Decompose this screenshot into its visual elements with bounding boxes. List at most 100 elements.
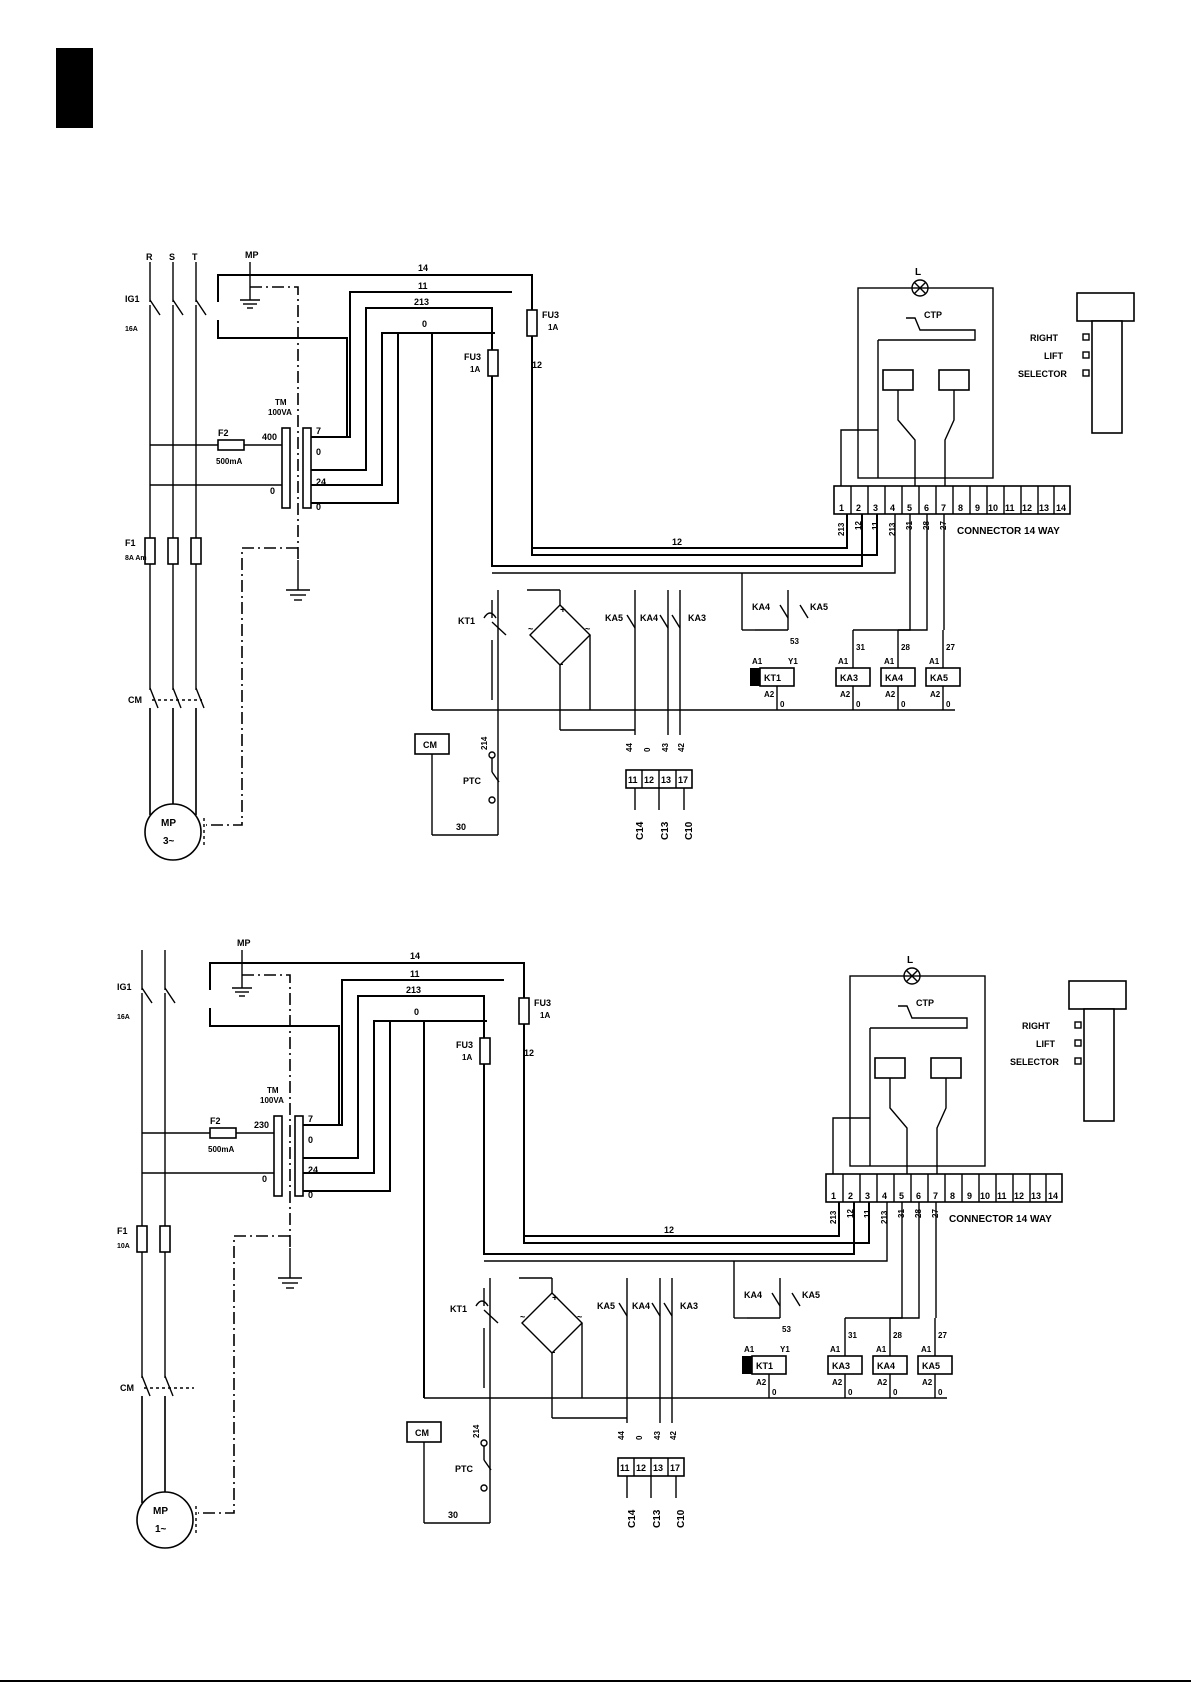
f2-label: F2 [218,428,229,438]
wire-label-30: 30 [448,1510,458,1520]
coil-ka5: KA5 [930,673,948,683]
ka4-label: KA4 [744,1290,762,1300]
mt-12: 12 [636,1463,646,1473]
bridge-plus: + [552,1293,558,1304]
ptc-wire: 214 [480,736,489,750]
mp-label: MP [237,938,251,948]
f1-label: F1 [117,1226,128,1236]
ctp-label: CTP [916,998,934,1008]
pin-8: 8 [950,1191,955,1201]
timer-kt1-contact: KT1 [458,600,507,700]
pin-4: 4 [882,1191,887,1201]
connector-label: CONNECTOR 14 WAY [957,526,1060,537]
f1-rating: 8A Am [125,555,147,562]
y1-kt1: Y1 [780,1345,790,1354]
wire-label-14: 14 [410,951,420,961]
selector-switch: RIGHT LIFT SELECTOR [1018,292,1135,434]
wire-label-213: 213 [414,297,429,307]
transformer-tm: TM 100VA 230 0 7 0 24 0 [142,1086,318,1200]
cm-coil-label: CM [415,1428,429,1438]
pin-14: 14 [1048,1191,1058,1201]
a1-kt1: A1 [752,657,763,666]
ka4-contact-label: KA4 [632,1301,650,1311]
cw-12: 12 [854,521,863,530]
tm-primary-1: 400 [262,432,277,442]
tm-primary-1: 230 [254,1120,269,1130]
bridge-minus: - [552,1347,555,1358]
relay-coils: KT1 KA3 KA4 KA5 31 28 27 A1 Y1 A1 [742,1318,953,1398]
pin-13: 13 [1031,1191,1041,1201]
fu3b-rating: 1A [470,365,480,374]
pin-8: 8 [958,503,963,513]
fuse-f2: F2 500mA [208,1116,237,1154]
coil-ka3: KA3 [840,673,858,683]
cm-coil-ptc: CM PTC 214 [414,733,500,804]
motor-name: MP [161,818,176,829]
cap-c13: C13 [660,821,671,840]
pin-10: 10 [980,1191,990,1201]
wire-27: 27 [946,643,955,652]
pin-3: 3 [865,1191,870,1201]
wire-label-0: 0 [422,319,427,329]
bridge-ac2: ~ [577,1312,582,1322]
a2-kt1: A2 [764,690,775,699]
zero-ka3: 0 [848,1388,853,1397]
pin-3: 3 [873,503,878,513]
bridge-minus: - [560,659,563,670]
bridge-ac1: ~ [520,1312,525,1322]
motor-mp: MP 1~ [136,1491,197,1549]
mtw-44: 44 [617,1431,626,1440]
cap-c14: C14 [635,821,646,840]
pin-11: 11 [997,1191,1007,1201]
mtw-44: 44 [625,743,634,752]
wire-label-30: 30 [456,822,466,832]
kt1-label: KT1 [458,616,475,626]
tm-rating: 100VA [260,1096,284,1105]
zero-ka4: 0 [901,700,906,709]
wire-labels: 14 11 213 0 12 12 30 [414,263,682,832]
mtw-43: 43 [653,1431,662,1440]
wire-label-11: 11 [410,969,420,979]
wire-label-12b: 12 [672,537,682,547]
connector-pin-cells [842,1174,1047,1202]
coil-kt1: KT1 [764,673,781,683]
a2-ka5: A2 [930,690,941,699]
mt-17: 17 [670,1463,680,1473]
cap-c10: C10 [684,821,695,840]
diagram-three-phase: R S T MP IG1 16A [125,250,1135,861]
ig1-rating: 16A [117,1014,130,1021]
tm-primary-2: 0 [270,486,275,496]
pin-5: 5 [907,503,912,513]
tm-sec-0b: 0 [316,502,321,512]
wire-31: 31 [848,1331,857,1340]
bridge-ac2: ~ [585,624,590,634]
motor-name: MP [153,1506,168,1517]
relay-wire-53: 53 [790,637,799,646]
ptc-label: PTC [455,1464,474,1474]
bridge-rectifier: + - ~ ~ [527,589,635,731]
fu3a-rating: 1A [548,323,558,332]
fu3a-rating: 1A [540,1011,550,1020]
a1-ka4: A1 [876,1345,887,1354]
ka4-ka5-contacts: KA4 KA5 53 [741,573,828,646]
tm-sec-7: 7 [308,1114,313,1124]
connector-14-way: 1 2 3 4 5 6 7 8 9 10 11 12 13 14 213 12 … [825,1173,1063,1319]
main-switch-ig1: IG1 16A [125,262,207,333]
coil-ka3: KA3 [832,1361,850,1371]
coil-ka4: KA4 [877,1361,895,1371]
mt-12: 12 [644,775,654,785]
earth-symbol [206,262,310,826]
ka3-contact-label: KA3 [680,1301,698,1311]
cm-coil-ptc: CM PTC 214 [406,1421,492,1492]
wire-label-12a: 12 [524,1048,534,1058]
relay-contacts: KA5 KA4 KA3 [597,1278,698,1423]
a2-ka3: A2 [832,1378,843,1387]
main-wiring [149,274,955,836]
ka5-contact-label: KA5 [605,613,623,623]
selector-right: RIGHT [1030,333,1059,343]
wire-label-12b: 12 [664,1225,674,1235]
tm-label: TM [275,398,287,407]
pin-7: 7 [933,1191,938,1201]
a2-ka5: A2 [922,1378,933,1387]
connector-14-way: 1 2 3 4 5 6 7 8 9 10 11 12 13 14 213 12 … [833,485,1071,631]
